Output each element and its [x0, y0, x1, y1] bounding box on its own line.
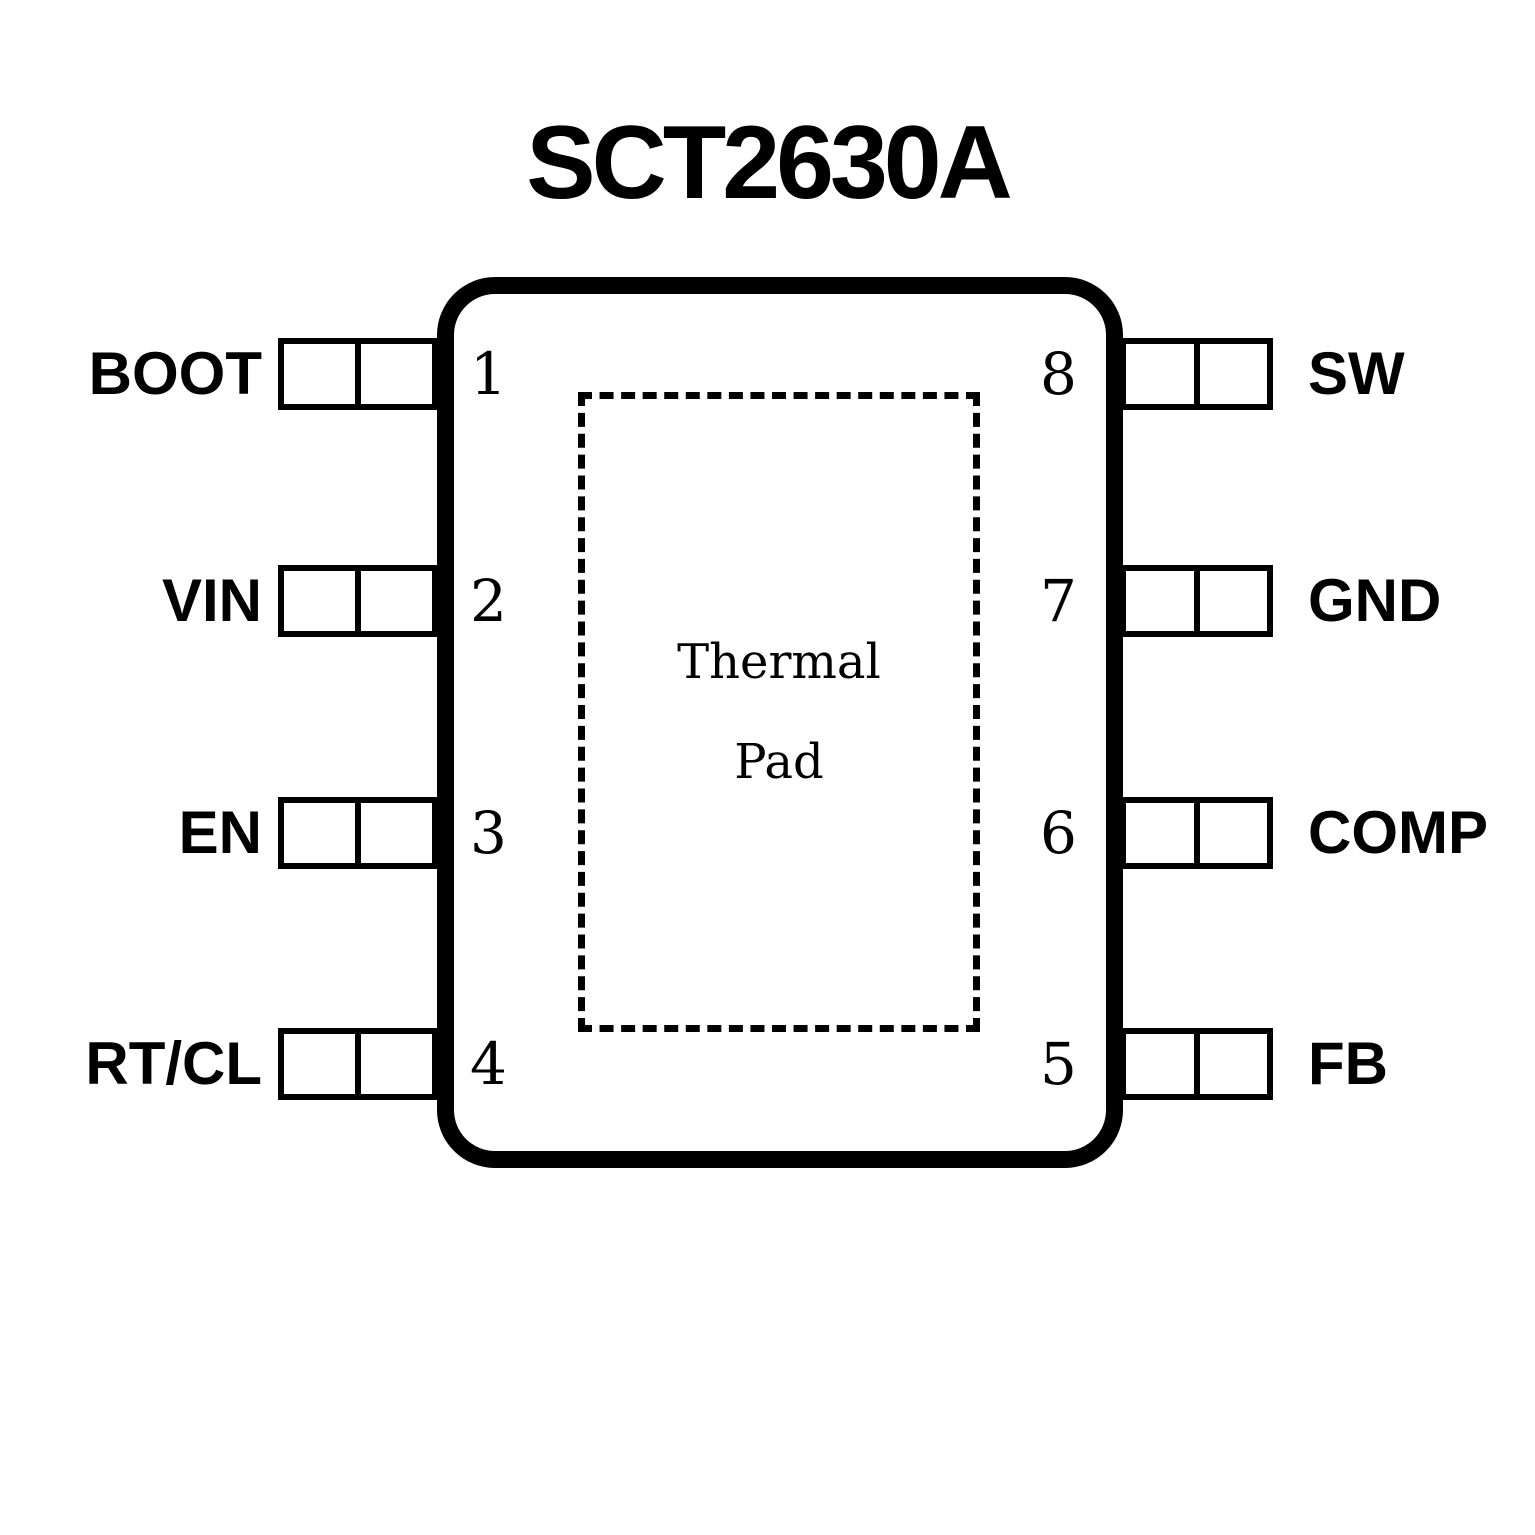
pin-cell — [355, 803, 432, 863]
pin-cell — [1193, 571, 1268, 631]
thermal-pad-label-line2: Pad — [734, 734, 824, 790]
pin-number-2: 2 — [470, 567, 507, 635]
pin-cell — [284, 571, 355, 631]
pin-label-fb: FB — [1308, 1030, 1388, 1097]
pin-rect-en — [278, 797, 438, 869]
pin-number-4: 4 — [470, 1030, 507, 1098]
pin-label-sw: SW — [1308, 340, 1405, 407]
pin-label-en: EN — [178, 799, 262, 866]
pin-cell — [284, 344, 355, 404]
pin-cell — [1126, 571, 1194, 631]
pin-rect-fb — [1120, 1028, 1273, 1100]
pin-cell — [1193, 344, 1268, 404]
thermal-pad-outline: Thermal Pad — [578, 392, 980, 1032]
pin-number-3: 3 — [470, 799, 507, 867]
pin-rect-comp — [1120, 797, 1273, 869]
pin-cell — [355, 1034, 432, 1094]
pin-cell — [1126, 803, 1194, 863]
pin-number-5: 5 — [1040, 1030, 1077, 1098]
pin-rect-sw — [1120, 338, 1273, 410]
pin-rect-gnd — [1120, 565, 1273, 637]
pin-number-8: 8 — [1040, 340, 1077, 408]
pin-cell — [1126, 1034, 1194, 1094]
pin-rect-vin — [278, 565, 438, 637]
pin-number-6: 6 — [1040, 799, 1077, 867]
thermal-pad-label-line1: Thermal — [677, 634, 881, 690]
pin-cell — [1193, 1034, 1268, 1094]
pin-number-7: 7 — [1040, 567, 1077, 635]
pin-number-1: 1 — [470, 340, 507, 408]
pin-cell — [355, 344, 432, 404]
pin-cell — [355, 571, 432, 631]
pin-cell — [284, 1034, 355, 1094]
pin-label-boot: BOOT — [88, 340, 262, 407]
pin-cell — [1126, 344, 1194, 404]
pin-rect-boot — [278, 338, 438, 410]
chip-title: SCT2630A — [526, 105, 1012, 221]
pin-cell — [284, 803, 355, 863]
pin-label-vin: VIN — [161, 567, 262, 634]
pin-label-comp: COMP — [1308, 799, 1488, 866]
pin-rect-rtcl — [278, 1028, 438, 1100]
pin-label-gnd: GND — [1308, 567, 1442, 634]
pin-label-rtcl: RT/CL — [85, 1030, 262, 1097]
pin-cell — [1193, 803, 1268, 863]
chip-package-outline — [437, 277, 1123, 1168]
